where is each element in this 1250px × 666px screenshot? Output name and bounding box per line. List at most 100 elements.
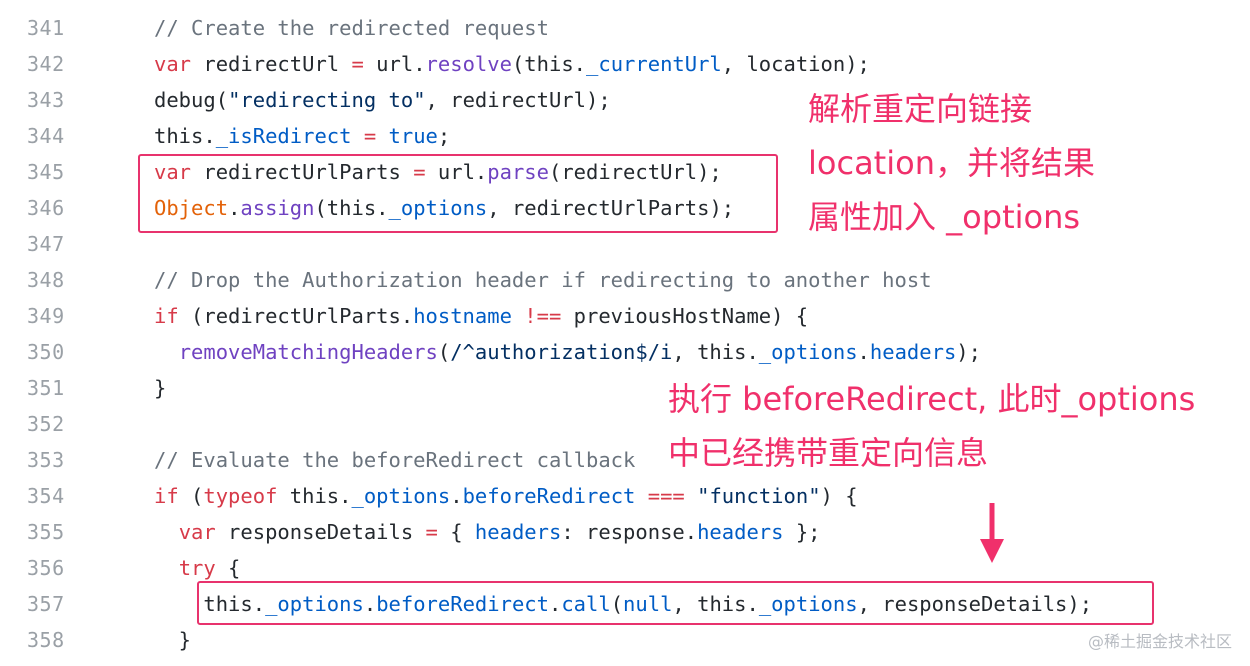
code-line: 353// Evaluate the beforeRedirect callba… [0,442,1250,478]
code-line: 358 } [0,622,1250,658]
annotation-line: location，并将结果 [808,144,1095,182]
code-text: } [154,370,166,406]
line-number: 355 [27,520,65,544]
code-token: true [388,124,438,148]
code-token [685,484,697,508]
code-token: ; [437,124,451,148]
code-text: this._options.beforeRedirect.call(null, … [154,586,1092,622]
line-number: 356 [27,556,65,580]
code-token: . [228,196,241,220]
code-text: if (typeof this._options.beforeRedirect … [154,478,858,514]
code-token: : response. [561,520,698,544]
annotation-line: 执行 beforeRedirect, 此时_options [668,380,1196,418]
code-token [154,556,179,580]
code-text: try { [154,550,241,586]
annotation-line: 属性加入 _options [808,198,1081,236]
code-text: if (redirectUrlParts.hostname !== previo… [154,298,808,334]
code-token: null [623,592,673,616]
code-line: 351} [0,370,1250,406]
code-text: debug("redirecting to", redirectUrl); [154,82,611,118]
code-text: // Evaluate the beforeRedirect callback [154,442,635,478]
line-number: 352 [27,412,65,436]
code-line: 356 try { [0,550,1250,586]
code-token: { [215,556,241,580]
code-token: beforeRedirect [376,592,549,616]
code-token: , this. [672,592,759,616]
code-text: Object.assign(this._options, redirectUrl… [154,190,734,226]
code-token: parse [487,160,549,184]
code-token: = [425,520,438,544]
code-line: 352 [0,406,1250,442]
code-line: 355 var responseDetails = { headers: res… [0,514,1250,550]
code-token: // Drop the Authorization header if redi… [154,268,932,292]
code-token: var [154,52,192,76]
code-token: , responseDetails); [857,592,1093,616]
code-line: 348 // Drop the Authorization header if r… [0,262,1250,298]
code-token: this. [154,592,266,616]
code-token: } [154,376,167,400]
code-token: this. [277,484,352,508]
code-token: ( [437,340,451,364]
line-number: 357 [27,592,65,616]
code-token: debug( [154,88,229,112]
code-token: = [351,52,364,76]
code-token: _options [758,592,858,616]
code-token: if [154,484,179,508]
code-text: var responseDetails = { headers: respons… [154,514,821,550]
code-token: headers [697,520,784,544]
code-token: hostname [413,304,512,328]
arrow-down-icon [980,503,1004,563]
code-token: ( [610,592,624,616]
code-token: . [857,340,870,364]
code-token: headers [869,340,957,364]
code-token: Object [154,196,229,220]
code-token: _isRedirect [215,124,352,148]
code-token: . [450,484,463,508]
code-token [376,124,388,148]
code-token: var [178,520,216,544]
code-token: . [548,592,562,616]
code-token: assign [240,196,315,220]
code-token: , redirectUrlParts); [487,196,735,220]
code-token: "redirecting to" [228,88,426,112]
code-token: } [154,628,192,652]
code-text: // Create the redirected request [154,10,549,46]
code-token [154,520,179,544]
code-token: redirectUrlParts [191,160,414,184]
code-text: } [154,622,191,658]
code-token: (redirectUrl); [548,160,722,184]
annotation-parse-redirect: 解析重定向链接 location，并将结果 属性加入 _options [808,82,1095,244]
line-number: 350 [27,340,65,364]
code-token: _options [758,340,858,364]
code-token: , redirectUrl); [425,88,611,112]
code-token: _options [351,484,451,508]
code-token [351,124,363,148]
code-view: 341 // Create the redirected request 342 va… [0,10,1250,658]
code-token: (this. [314,196,389,220]
code-text: this._isRedirect = true; [154,118,450,154]
code-line: 357 this._options.beforeRedirect.call(nu… [0,586,1250,622]
code-token: . [363,592,377,616]
code-token: this. [154,124,216,148]
code-text: // Drop the Authorization header if redi… [154,262,932,298]
annotation-before-redirect: 执行 beforeRedirect, 此时_options 中已经携带重定向信息 [668,372,1195,480]
code-line: 347 [0,226,1250,262]
code-token: call [561,592,611,616]
code-token: === [647,484,685,508]
code-line: 350 removeMatchingHeaders(/^authorizatio… [0,334,1250,370]
code-token: url. [425,160,488,184]
code-token: /^authorization$/i [450,340,673,364]
code-token: // Create the redirected request [154,16,549,40]
line-number: 342 [27,52,65,76]
code-token: (redirectUrlParts. [178,304,414,328]
code-token: // Evaluate the beforeRedirect callback [154,448,636,472]
code-token: (this. [511,52,587,76]
watermark: @稀土掘金技术社区 [1087,632,1232,651]
line-number: 341 [27,16,65,40]
line-number: 348 [27,268,65,292]
code-token: _options [265,592,364,616]
